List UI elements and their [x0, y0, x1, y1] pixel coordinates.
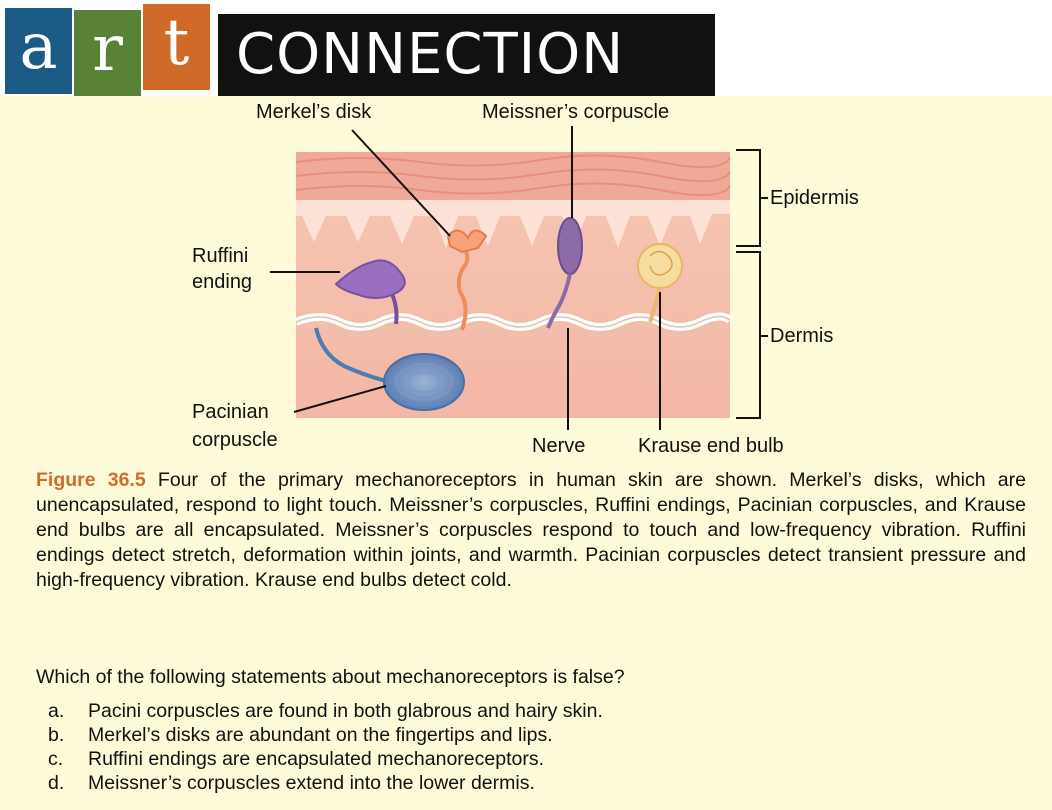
figure-caption: Figure 36.5 Four of the primary mechanor…: [36, 468, 1026, 593]
label-dermis: Dermis: [770, 325, 833, 347]
label-ruffini-line-2: ending: [192, 271, 252, 293]
option-text: Pacini corpuscles are found in both glab…: [88, 700, 603, 722]
banner-letter-a: a: [5, 8, 72, 94]
label-krause-end-bulb: Krause end bulb: [638, 435, 784, 457]
caption-text: Four of the primary mechanoreceptors in …: [36, 469, 1026, 591]
label-meissner-corpuscle: Meissner’s corpuscle: [482, 101, 669, 123]
banner-connection-word: CONNECTION: [218, 14, 715, 96]
option-text: Ruffini endings are encapsulated mechano…: [88, 748, 544, 770]
option-letter: d.: [48, 771, 88, 795]
content-panel: Merkel’s disk Meissner’s corpuscle Ruffi…: [0, 96, 1052, 810]
option-letter: c.: [48, 747, 88, 771]
option-text: Meissner’s corpuscles extend into the lo…: [88, 772, 535, 794]
skin-mechanoreceptor-diagram: Merkel’s disk Meissner’s corpuscle Ruffi…: [0, 96, 1052, 466]
option-letter: a.: [48, 699, 88, 723]
label-pacinian-line-2: corpuscle: [192, 429, 278, 451]
figure-number: Figure 36.5: [36, 469, 146, 491]
label-epidermis: Epidermis: [770, 187, 859, 209]
banner-letter-r: r: [74, 10, 141, 96]
answer-option-c: c.Ruffini endings are encapsulated mecha…: [48, 747, 603, 771]
answer-options: a.Pacini corpuscles are found in both gl…: [48, 699, 603, 795]
option-letter: b.: [48, 723, 88, 747]
answer-option-a: a.Pacini corpuscles are found in both gl…: [48, 699, 603, 723]
option-text: Merkel’s disks are abundant on the finge…: [88, 724, 553, 746]
answer-option-b: b.Merkel’s disks are abundant on the fin…: [48, 723, 603, 747]
answer-option-d: d.Meissner’s corpuscles extend into the …: [48, 771, 603, 795]
art-connection-banner: a r t CONNECTION: [0, 0, 716, 96]
question-prompt: Which of the following statements about …: [36, 666, 625, 689]
label-ruffini-line-1: Ruffini: [192, 245, 248, 267]
banner-letter-t: t: [143, 4, 210, 90]
label-pacinian-line-1: Pacinian: [192, 401, 269, 423]
label-merkel-disk: Merkel’s disk: [256, 101, 372, 123]
label-nerve: Nerve: [532, 435, 585, 457]
